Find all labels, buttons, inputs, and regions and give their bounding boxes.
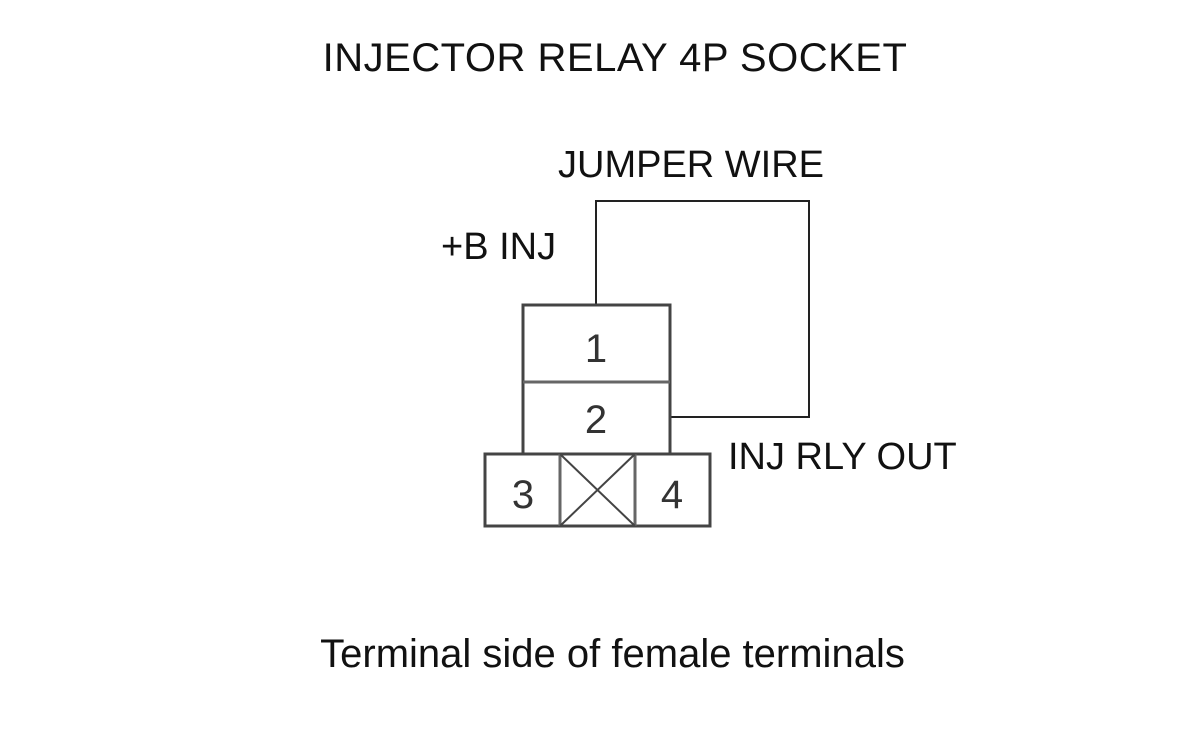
diagram-title: INJECTOR RELAY 4P SOCKET — [322, 36, 908, 80]
terminal-4-number: 4 — [661, 473, 683, 517]
terminal-2-number: 2 — [585, 398, 607, 442]
inj-rly-out-label: INJ RLY OUT — [728, 436, 957, 478]
terminal-1-number: 1 — [585, 327, 607, 371]
terminal-1-cell — [521, 303, 672, 384]
diagram-caption: Terminal side of female terminals — [320, 632, 905, 676]
b-inj-label: +B INJ — [441, 226, 556, 268]
terminal-3-number: 3 — [512, 473, 534, 517]
jumper-wire-line — [595, 200, 810, 418]
crossed-box-icon — [559, 453, 636, 527]
jumper-wire-label: JUMPER WIRE — [558, 144, 824, 186]
